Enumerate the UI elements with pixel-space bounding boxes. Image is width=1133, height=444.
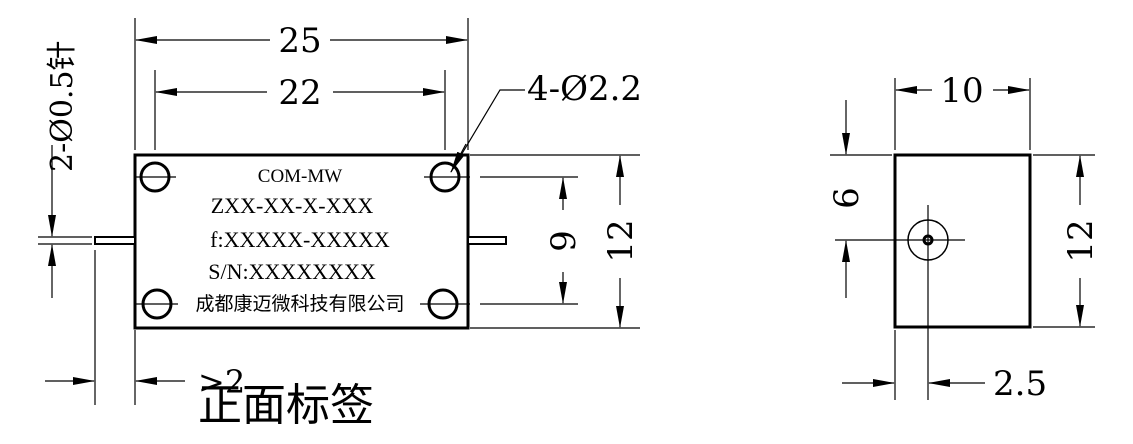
mounting-hole-top-left (134, 161, 176, 193)
side-view: 10 6 12 2.5 (827, 71, 1101, 404)
label-line-frequency: f:XXXXX-XXXXX (210, 227, 390, 252)
label-line-company: 成都康迈微科技有限公司 (195, 293, 404, 315)
dim-width-outer: 25 (278, 21, 321, 61)
dim-pin-spacing: 9 (544, 230, 584, 252)
mounting-hole-top-right (424, 161, 470, 193)
dim-height: 12 (601, 219, 641, 262)
dim-side-height: 12 (1061, 219, 1101, 262)
front-label-caption: 正面标签 (198, 380, 374, 431)
mounting-hole-bottom-left (136, 288, 178, 320)
hole-leader-line (450, 89, 525, 173)
label-line-model: ZXX-XX-X-XXX (211, 193, 374, 218)
dim-holes: 4-Ø2.2 (527, 69, 642, 109)
side-body (893, 153, 1032, 329)
left-pin (94, 236, 136, 245)
dim-side-width: 10 (940, 71, 983, 111)
label-line-brand: COM-MW (258, 166, 343, 187)
hole-leader-arrow (450, 143, 467, 173)
label-line-serial: S/N:XXXXXXXX (208, 259, 376, 284)
mounting-hole-bottom-right (420, 288, 470, 320)
dim-connector-height: 6 (827, 187, 867, 209)
dim-connector-offset: 2.5 (993, 364, 1047, 404)
dim-width-holes: 22 (278, 73, 321, 113)
front-view: COM-MW ZXX-XX-X-XXX f:XXXXX-XXXXX S/N:XX… (38, 18, 642, 431)
right-pin (467, 236, 507, 245)
dim-pin-length: >2 (198, 363, 245, 401)
dim-pins: 2-Ø0.5针 (45, 40, 80, 172)
